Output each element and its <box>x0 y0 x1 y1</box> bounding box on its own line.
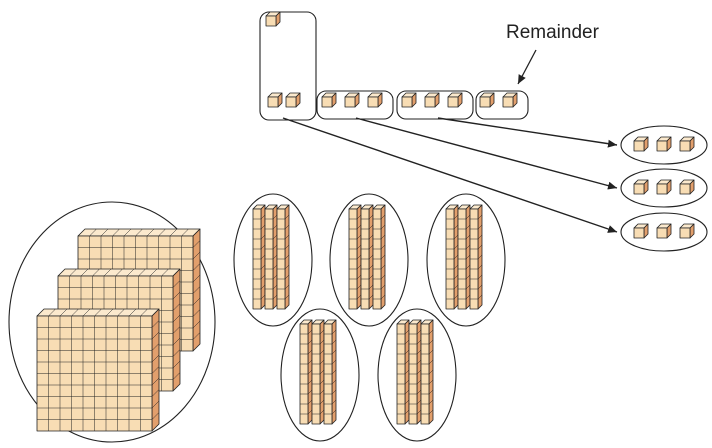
remainder-group-outline <box>475 90 529 120</box>
share-group-outline <box>620 212 708 252</box>
tens-group-outline <box>329 193 409 327</box>
ten-rod-icon <box>252 204 266 310</box>
unit-cube-icon <box>447 92 463 108</box>
unit-cube-icon <box>265 11 281 27</box>
unit-cube-icon <box>679 136 695 152</box>
unit-cube-icon <box>401 92 417 108</box>
unit-cube-icon <box>321 92 337 108</box>
ten-rod-icon <box>408 319 422 425</box>
ten-rod-icon <box>299 319 313 425</box>
unit-cube-icon <box>656 179 672 195</box>
tens-group-outline <box>233 193 313 327</box>
units-group-outline <box>316 90 394 120</box>
unit-cube-icon <box>285 92 301 108</box>
share-group-outline <box>620 125 708 165</box>
ten-rod-icon <box>264 204 278 310</box>
remainder-label: Remainder <box>506 22 599 43</box>
unit-cube-icon <box>367 92 383 108</box>
unit-cube-icon <box>633 179 649 195</box>
remainder-arrow <box>517 49 537 85</box>
ten-rod-icon <box>469 204 483 310</box>
tens-group-outline <box>377 308 457 442</box>
ten-rod-icon <box>372 204 386 310</box>
unit-cube-icon <box>679 179 695 195</box>
unit-cube-icon <box>633 136 649 152</box>
tens-group-outline <box>280 308 360 442</box>
ten-rod-icon <box>276 204 290 310</box>
ten-rod-icon <box>420 319 434 425</box>
unit-cube-icon <box>344 92 360 108</box>
share-group-outline <box>620 168 708 208</box>
tens-group-outline <box>426 193 506 327</box>
ten-rod-icon <box>323 319 337 425</box>
ten-rod-icon <box>348 204 362 310</box>
distribution-arrow <box>282 117 618 233</box>
ten-rod-icon <box>457 204 471 310</box>
unit-cube-icon <box>424 92 440 108</box>
ten-rod-icon <box>311 319 325 425</box>
ten-rod-icon <box>445 204 459 310</box>
ten-rod-icon <box>360 204 374 310</box>
unit-cube-icon <box>656 223 672 239</box>
unit-cube-icon <box>267 92 283 108</box>
unit-cube-icon <box>656 136 672 152</box>
unit-cube-icon <box>679 223 695 239</box>
units-group-outline <box>396 90 474 120</box>
hundred-flat-icon <box>36 308 160 432</box>
hundreds-group-outline <box>8 201 216 443</box>
distribution-arrow <box>355 117 618 190</box>
unit-cube-icon <box>633 223 649 239</box>
unit-cube-icon <box>502 92 518 108</box>
ten-rod-icon <box>396 319 410 425</box>
unit-cube-icon <box>479 92 495 108</box>
distribution-arrow <box>437 117 618 148</box>
